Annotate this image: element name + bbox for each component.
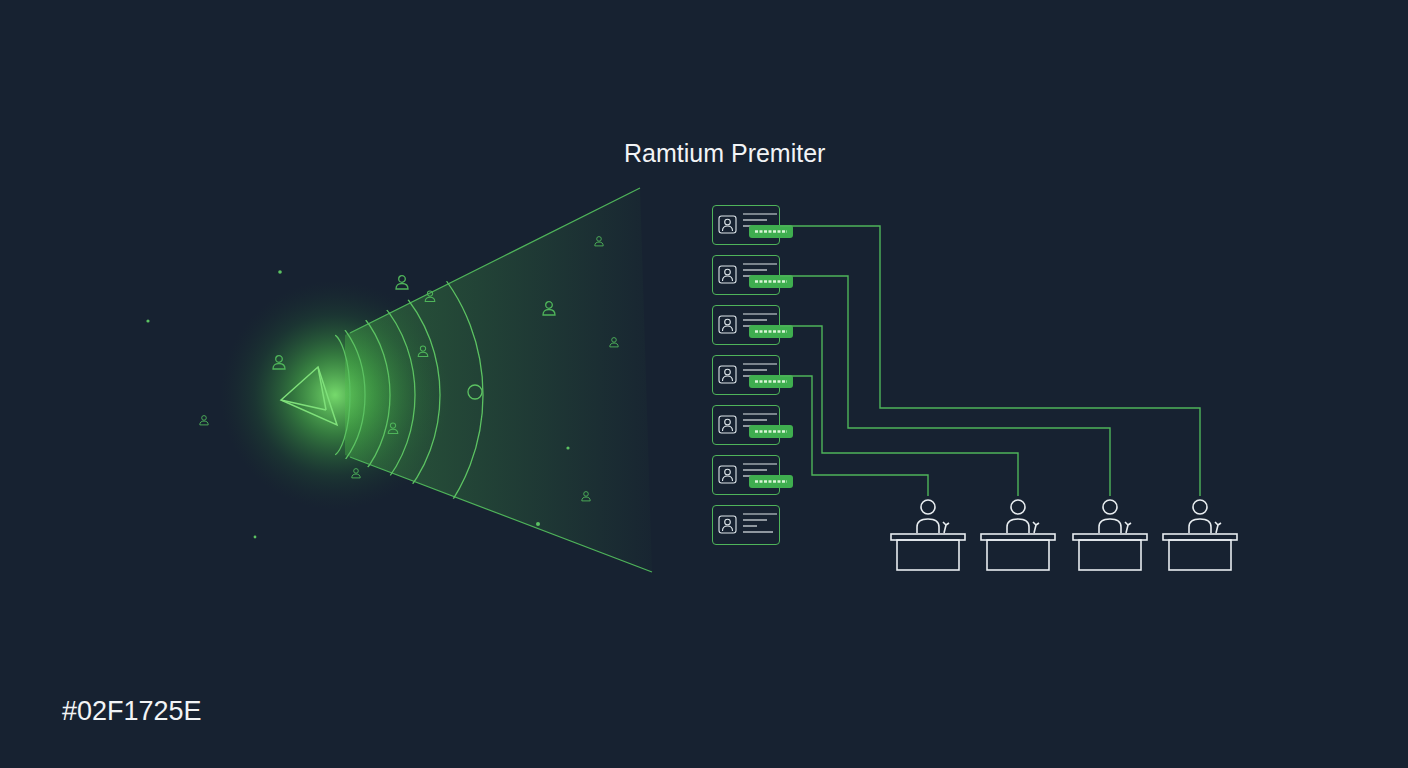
scan-cone <box>345 188 652 572</box>
cone-edge <box>350 457 652 572</box>
desk-graphic <box>980 496 1056 572</box>
status-badge <box>749 475 793 488</box>
card-graphic <box>713 306 781 346</box>
card-graphic <box>713 356 781 396</box>
profile-card <box>712 355 780 395</box>
desk-graphic <box>890 496 966 572</box>
card-graphic <box>713 456 781 496</box>
agent-desk <box>980 496 1056 572</box>
card-graphic <box>713 256 781 296</box>
profile-card <box>712 305 780 345</box>
routing-line <box>780 226 1200 496</box>
cone-edge <box>350 188 640 333</box>
desk-graphic <box>1162 496 1238 572</box>
routing-line <box>780 326 1018 496</box>
routing-line <box>780 276 1110 496</box>
profile-card <box>712 205 780 245</box>
status-badge <box>749 225 793 238</box>
agent-desk <box>1162 496 1238 572</box>
scan-waves <box>117 205 483 585</box>
agent-desk <box>1072 496 1148 572</box>
scattered-people <box>200 237 618 501</box>
status-badge <box>749 275 793 288</box>
profile-card <box>712 405 780 445</box>
profile-card <box>712 455 780 495</box>
card-graphic <box>713 406 781 446</box>
status-badge <box>749 375 793 388</box>
scattered-dots <box>146 270 569 538</box>
scan-target <box>468 385 482 399</box>
status-badge <box>749 425 793 438</box>
card-graphic <box>713 506 781 546</box>
emitter-prism <box>281 367 337 425</box>
status-badge <box>749 325 793 338</box>
routing-line <box>780 376 928 496</box>
diagram-title: Ramtium Premiter <box>624 139 825 168</box>
profile-card <box>712 505 780 545</box>
hex-code-label: #02F1725E <box>62 696 202 727</box>
agent-desk <box>890 496 966 572</box>
card-graphic <box>713 206 781 246</box>
desk-graphic <box>1072 496 1148 572</box>
profile-card <box>712 255 780 295</box>
